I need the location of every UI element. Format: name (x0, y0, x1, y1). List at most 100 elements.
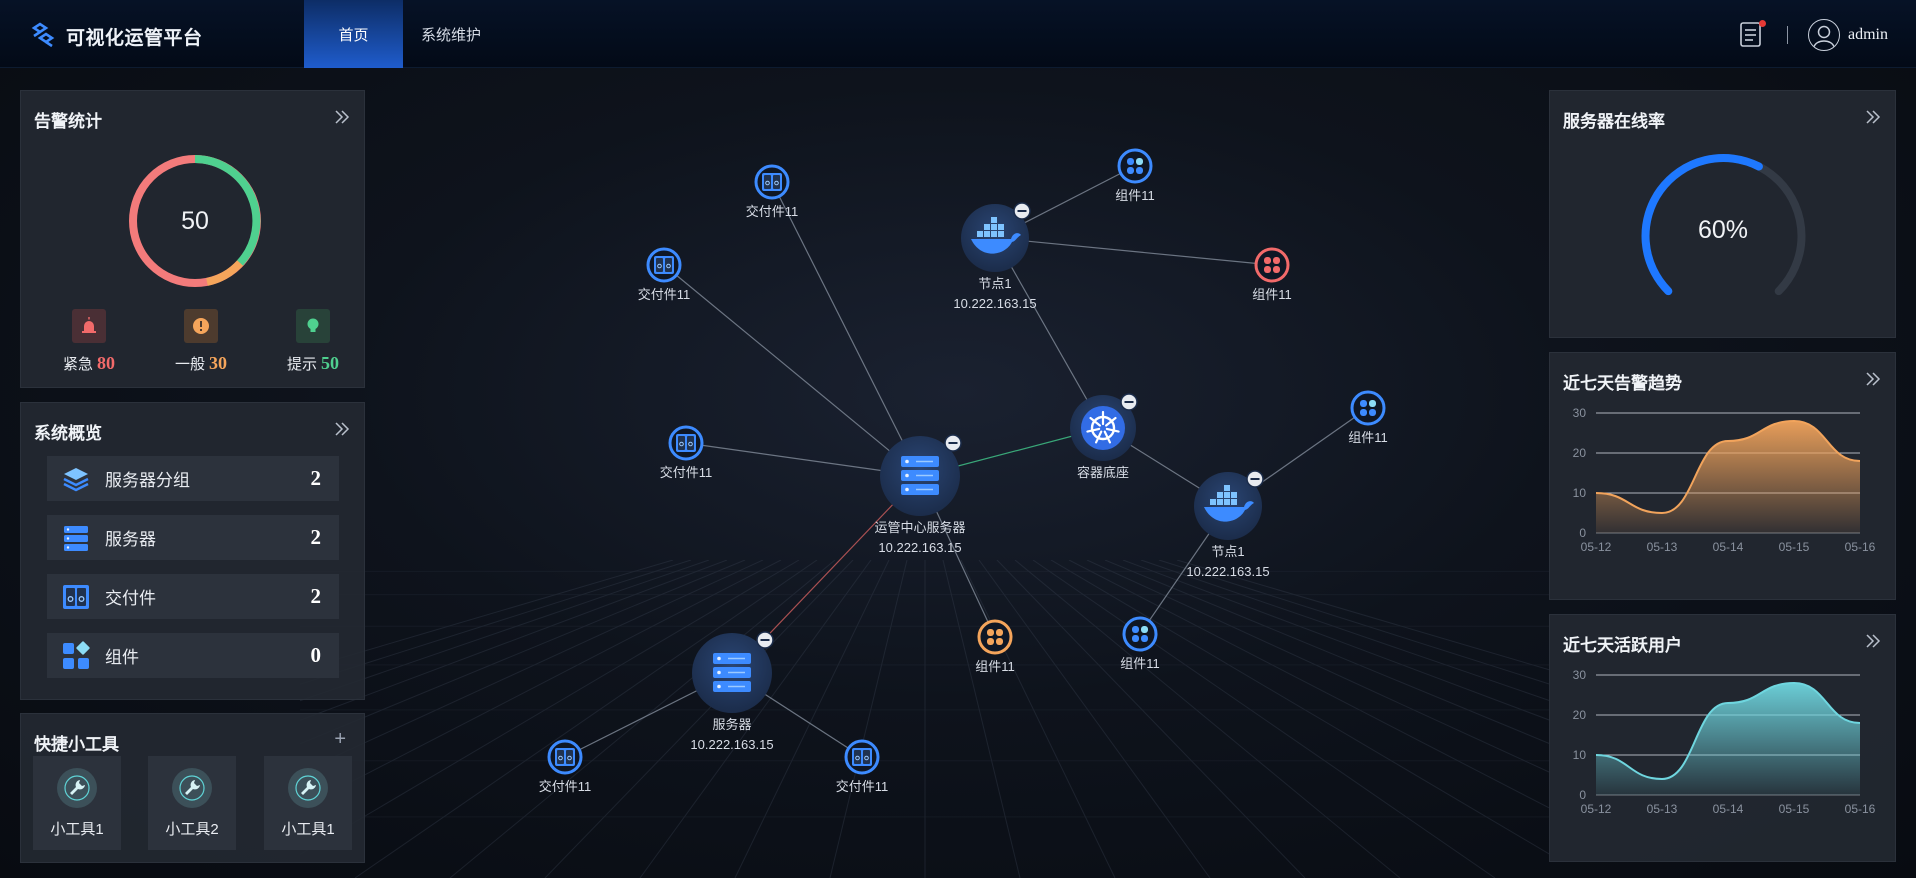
alarm-donut-chart (129, 155, 261, 287)
topology-node-d1[interactable]: 交付件11 (746, 164, 799, 219)
package-icon (762, 173, 782, 191)
double-chevron-right-icon[interactable] (334, 421, 350, 437)
double-chevron-right-icon[interactable] (334, 109, 350, 125)
tool-item-3[interactable]: 小工具1 (264, 756, 352, 850)
siren-icon (72, 309, 106, 343)
topology-node-c5[interactable]: 组件11 (975, 619, 1015, 674)
nav-system-maintenance[interactable]: 系统维护 (421, 26, 482, 44)
double-chevron-right-icon[interactable] (1865, 633, 1881, 649)
node-label: 组件11 (1120, 656, 1160, 671)
topology-node-container[interactable]: 容器底座 (1070, 393, 1138, 480)
overview-item-package[interactable]: 交付件 2 (47, 574, 339, 619)
y-tick-label: 10 (1573, 748, 1587, 762)
topology-node-d4[interactable]: 交付件11 (539, 739, 592, 794)
user-icon (1813, 25, 1835, 48)
double-chevron-right-icon[interactable] (1865, 371, 1881, 387)
warning-icon (184, 309, 218, 343)
series-line (1595, 419, 1861, 515)
main-nav: 首页 系统维护 (304, 0, 523, 68)
server-icon (64, 525, 88, 551)
node-ip: 10.222.163.15 (690, 737, 773, 752)
nav-home[interactable]: 首页 (304, 0, 403, 68)
package-icon (654, 256, 674, 274)
topology-node-c3[interactable]: 组件11 (1348, 390, 1388, 445)
area-fill (1596, 421, 1860, 533)
panel-title: 服务器在线率 (1563, 112, 1665, 131)
node-ip: 10.222.163.15 (953, 296, 1036, 311)
server-icon (901, 456, 939, 495)
quick-tools-panel: 快捷小工具 + 小工具1 小工具2 小工具1 (20, 713, 365, 863)
collapse-icon[interactable] (944, 434, 962, 452)
component-icon (1264, 257, 1280, 273)
topology-node-server[interactable]: 服务器 10.222.163.15 (690, 631, 774, 752)
y-tick-label: 30 (1573, 668, 1587, 682)
double-chevron-right-icon[interactable] (1865, 109, 1881, 125)
x-tick-label: 05-13 (1647, 802, 1678, 816)
overview-item-component[interactable]: 组件 0 (47, 633, 339, 678)
x-tick-label: 05-12 (1581, 540, 1612, 554)
node-label: 组件11 (1348, 430, 1388, 445)
node-label: 节点1 (1211, 544, 1244, 559)
topology-node-c2[interactable]: 组件11 (1252, 247, 1292, 302)
wrench-icon (172, 768, 212, 808)
topology-node-d3[interactable]: 交付件11 (660, 425, 713, 480)
overview-count: 2 (310, 525, 322, 549)
collapse-icon[interactable] (1013, 202, 1031, 220)
panel-title: 近七天活跃用户 (1563, 636, 1682, 655)
overview-count: 0 (310, 643, 322, 667)
alarm-total: 50 (181, 206, 209, 235)
overview-count: 2 (310, 466, 322, 490)
x-tick-label: 05-13 (1647, 540, 1678, 554)
tool-item-1[interactable]: 小工具1 (33, 756, 121, 850)
x-tick-label: 05-14 (1713, 802, 1744, 816)
header-user-area: admin (1739, 18, 1888, 52)
notification-button[interactable] (1739, 20, 1766, 48)
y-tick-label: 0 (1579, 788, 1586, 802)
username[interactable]: admin (1848, 26, 1888, 43)
collapse-icon[interactable] (1246, 470, 1264, 488)
collapse-icon[interactable] (756, 631, 774, 649)
overview-item-server-group[interactable]: 服务器分组 2 (47, 456, 339, 501)
x-tick-label: 05-16 (1845, 540, 1876, 554)
topology-node-d5[interactable]: 交付件11 (836, 739, 889, 794)
overview-item-server[interactable]: 服务器 2 (47, 515, 339, 560)
wrench-icon (288, 768, 328, 808)
y-tick-label: 20 (1573, 446, 1587, 460)
x-tick-label: 05-12 (1581, 802, 1612, 816)
app-title: 可视化运管平台 (66, 28, 203, 49)
node-label: 交付件11 (660, 465, 713, 480)
avatar[interactable] (1808, 19, 1840, 51)
tool-item-2[interactable]: 小工具2 (148, 756, 236, 850)
collapse-icon[interactable] (1120, 393, 1138, 411)
y-tick-label: 10 (1573, 486, 1587, 500)
topology-node-c1[interactable]: 组件11 (1115, 148, 1155, 203)
topology-node-d2[interactable]: 交付件11 (638, 247, 691, 302)
kubernetes-icon (1081, 406, 1125, 450)
add-tool-button[interactable]: + (334, 728, 346, 750)
top-header: 可视化运管平台 首页 系统维护 admin (0, 0, 1916, 68)
package-icon (555, 748, 575, 766)
x-tick-label: 05-16 (1845, 802, 1876, 816)
alarm-hint-label: 提示 (286, 356, 317, 373)
node-ip: 10.222.163.15 (878, 540, 961, 555)
alarm-urgent-value: 80 (97, 353, 115, 373)
node-label: 交付件11 (539, 779, 592, 794)
overview-label: 服务器分组 (105, 471, 190, 490)
topology-node-c4[interactable]: 组件11 (1120, 616, 1160, 671)
tool-label: 小工具1 (281, 821, 335, 838)
component-icon (1360, 400, 1376, 416)
topology-edge (994, 237, 1273, 266)
node-label: 服务器 (712, 717, 751, 732)
server-online-panel: 服务器在线率 60% (1549, 90, 1896, 338)
overview-label: 交付件 (105, 589, 156, 608)
topology-edge (771, 181, 921, 477)
